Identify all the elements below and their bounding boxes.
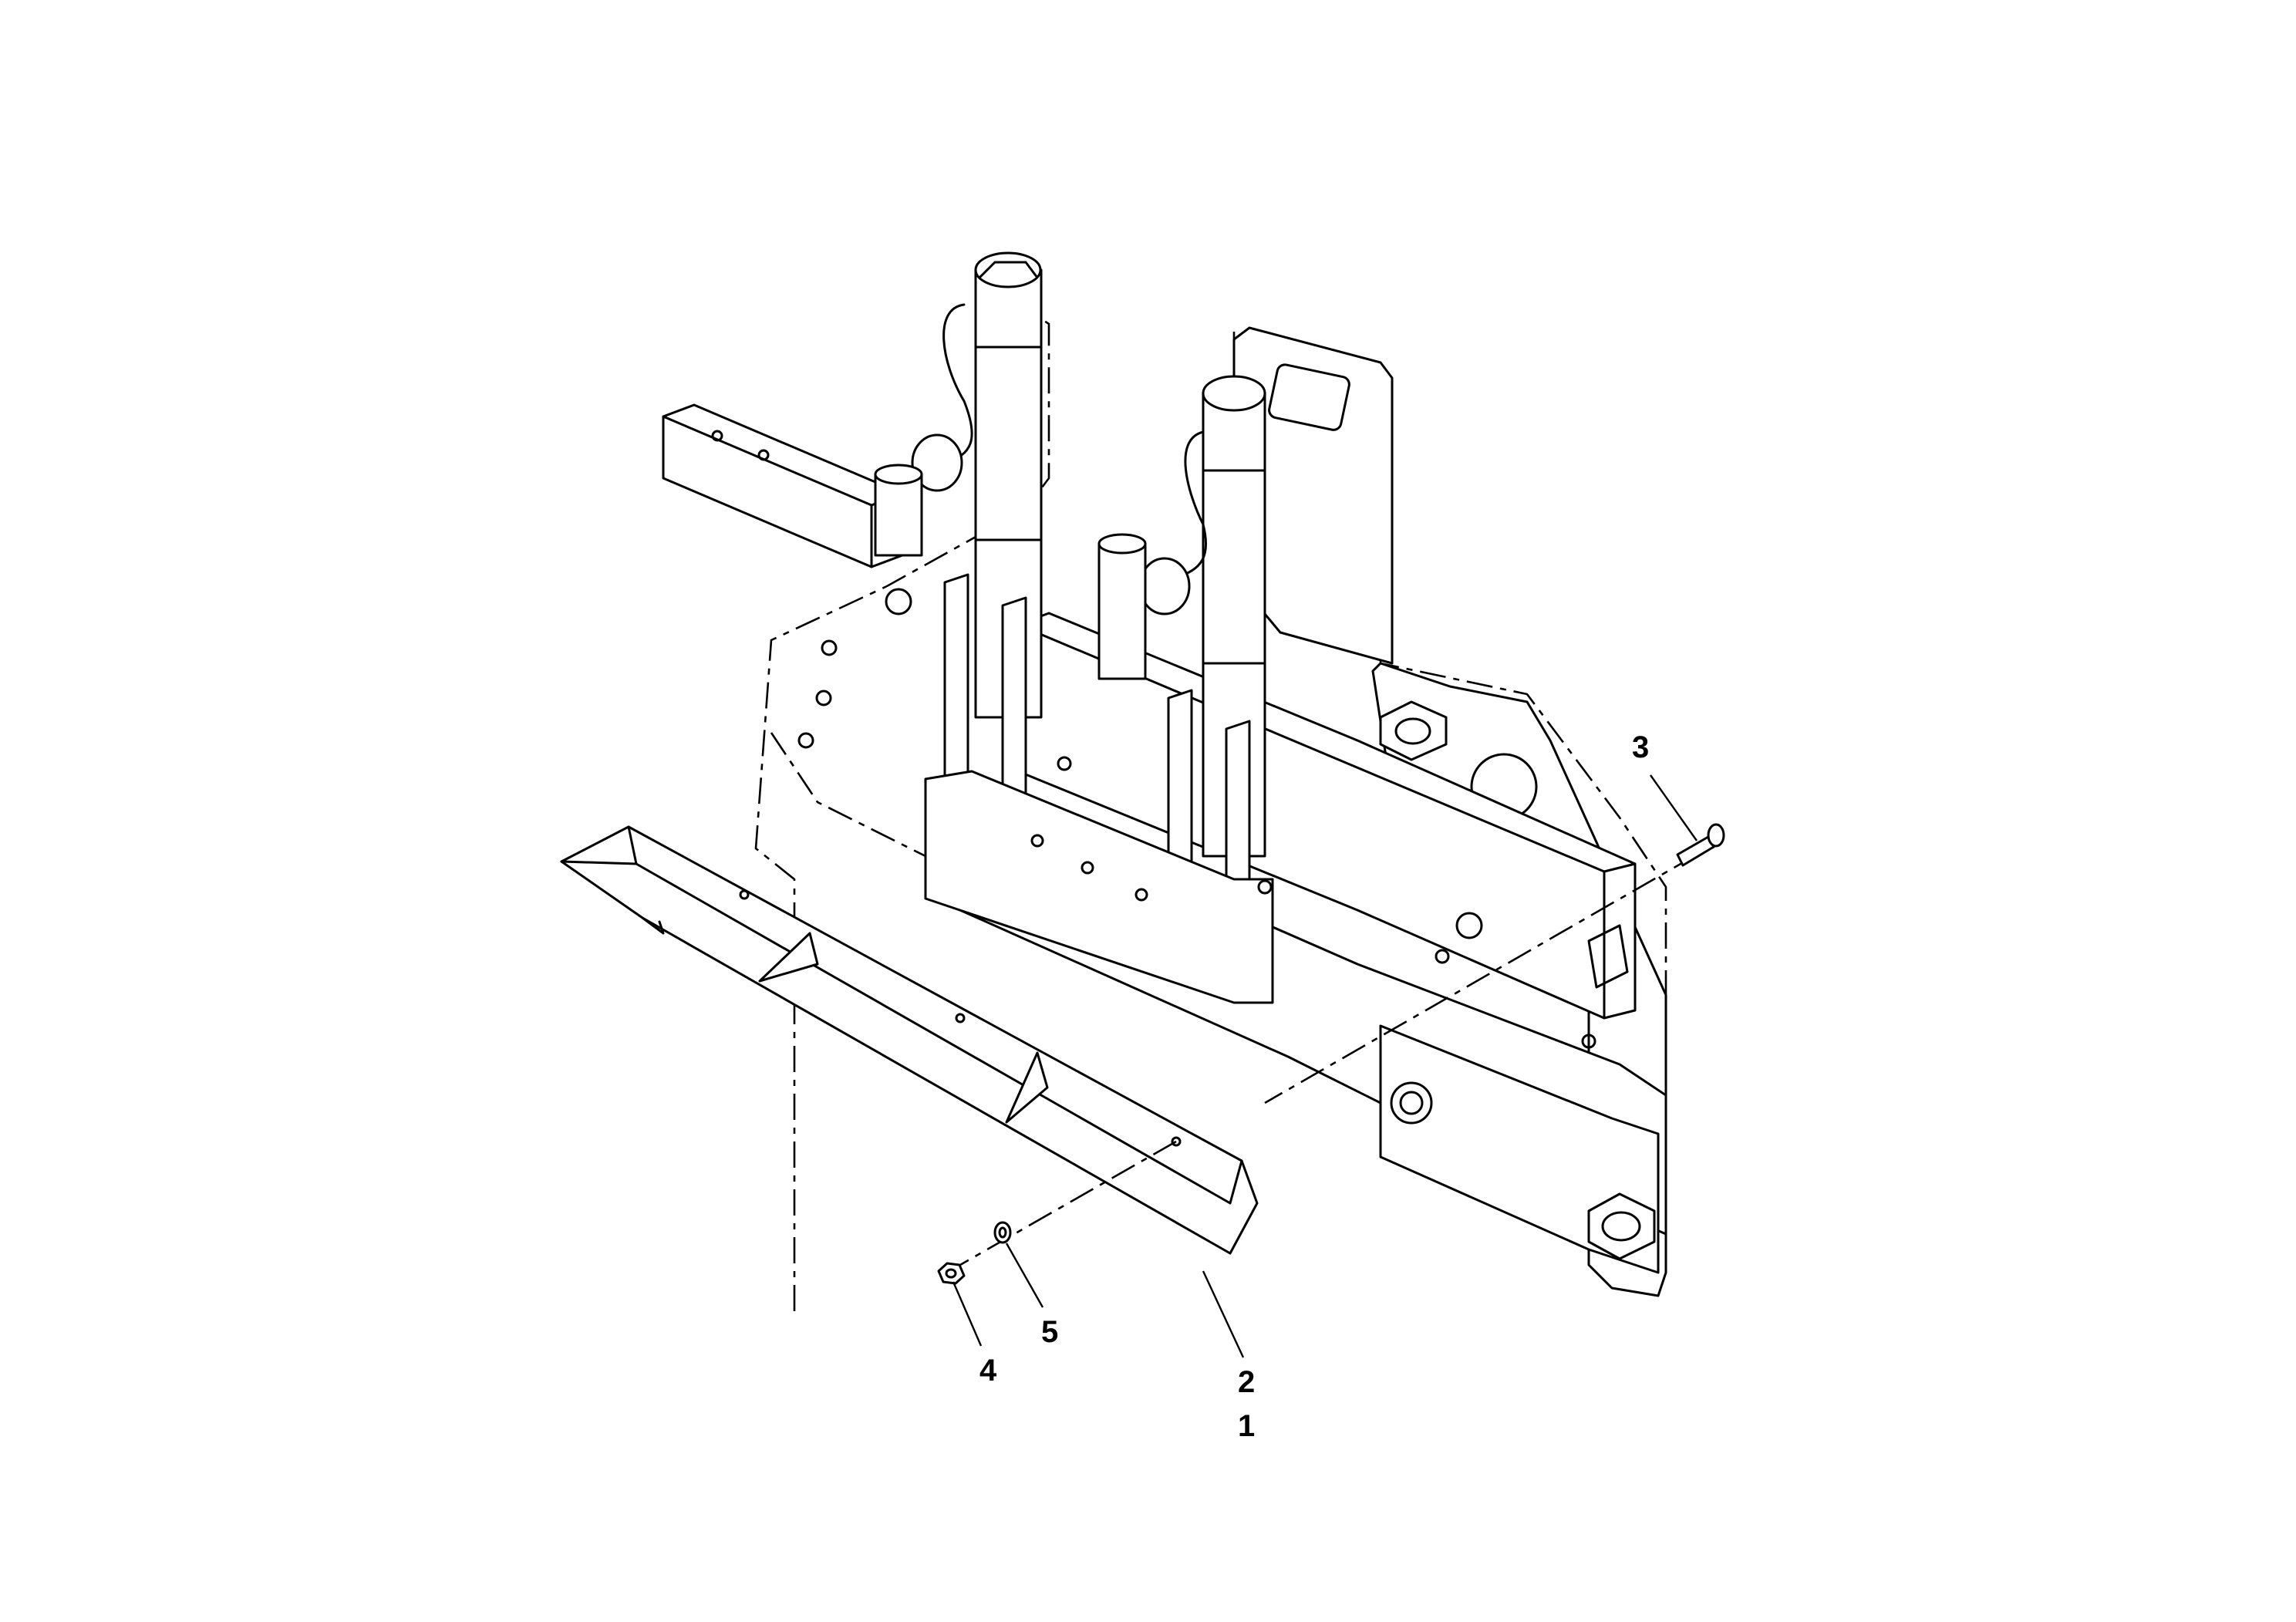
spacer-ring <box>885 588 912 615</box>
hose-fitting-right <box>1138 557 1191 615</box>
bolt-item-3 <box>1676 823 1725 867</box>
washer-item-5 <box>993 1221 1012 1244</box>
assembly-axes <box>959 853 1698 1266</box>
slot-cutout <box>1268 363 1350 431</box>
hose-fitting-left <box>911 433 963 492</box>
guide-channels <box>924 573 1274 1004</box>
callouts: 3 4 5 2 1 <box>979 730 1649 1443</box>
beam-end-cutout <box>1587 924 1629 989</box>
leader-lines <box>952 774 1698 1358</box>
callout-2: 2 <box>1238 1365 1255 1399</box>
leader-2 <box>1202 1270 1245 1358</box>
deflector-blade <box>560 825 1259 1255</box>
frame-nuts <box>797 639 1656 1260</box>
callout-5: 5 <box>1041 1315 1058 1349</box>
beam-hole <box>757 449 770 461</box>
hydraulic-line-right <box>1171 430 1208 580</box>
callout-3: 3 <box>1632 730 1649 764</box>
hydraulic-line-left <box>942 303 973 464</box>
axis-4-5 <box>959 1140 1177 1266</box>
lower-hole-inner <box>1399 1091 1424 1115</box>
axis-3 <box>1264 853 1698 1104</box>
mounting-plate <box>924 770 1274 1004</box>
blade-rib-2 <box>1005 1051 1049 1124</box>
leader-3 <box>1650 774 1698 841</box>
hex-nut-upper <box>1379 700 1448 761</box>
guide-posts <box>874 464 1147 680</box>
nut-item-4 <box>937 1262 966 1285</box>
callout-4: 4 <box>979 1354 997 1388</box>
callout-1: 1 <box>1238 1409 1255 1443</box>
lower-hole <box>1390 1081 1433 1125</box>
leader-4 <box>952 1281 983 1347</box>
leader-5 <box>1005 1243 1044 1308</box>
beam-hole <box>711 430 723 442</box>
spacer-ring-2 <box>1455 912 1483 939</box>
blade-rib-1 <box>758 932 819 983</box>
hex-nut-lower <box>1587 1192 1656 1260</box>
upper-beam <box>662 403 904 568</box>
